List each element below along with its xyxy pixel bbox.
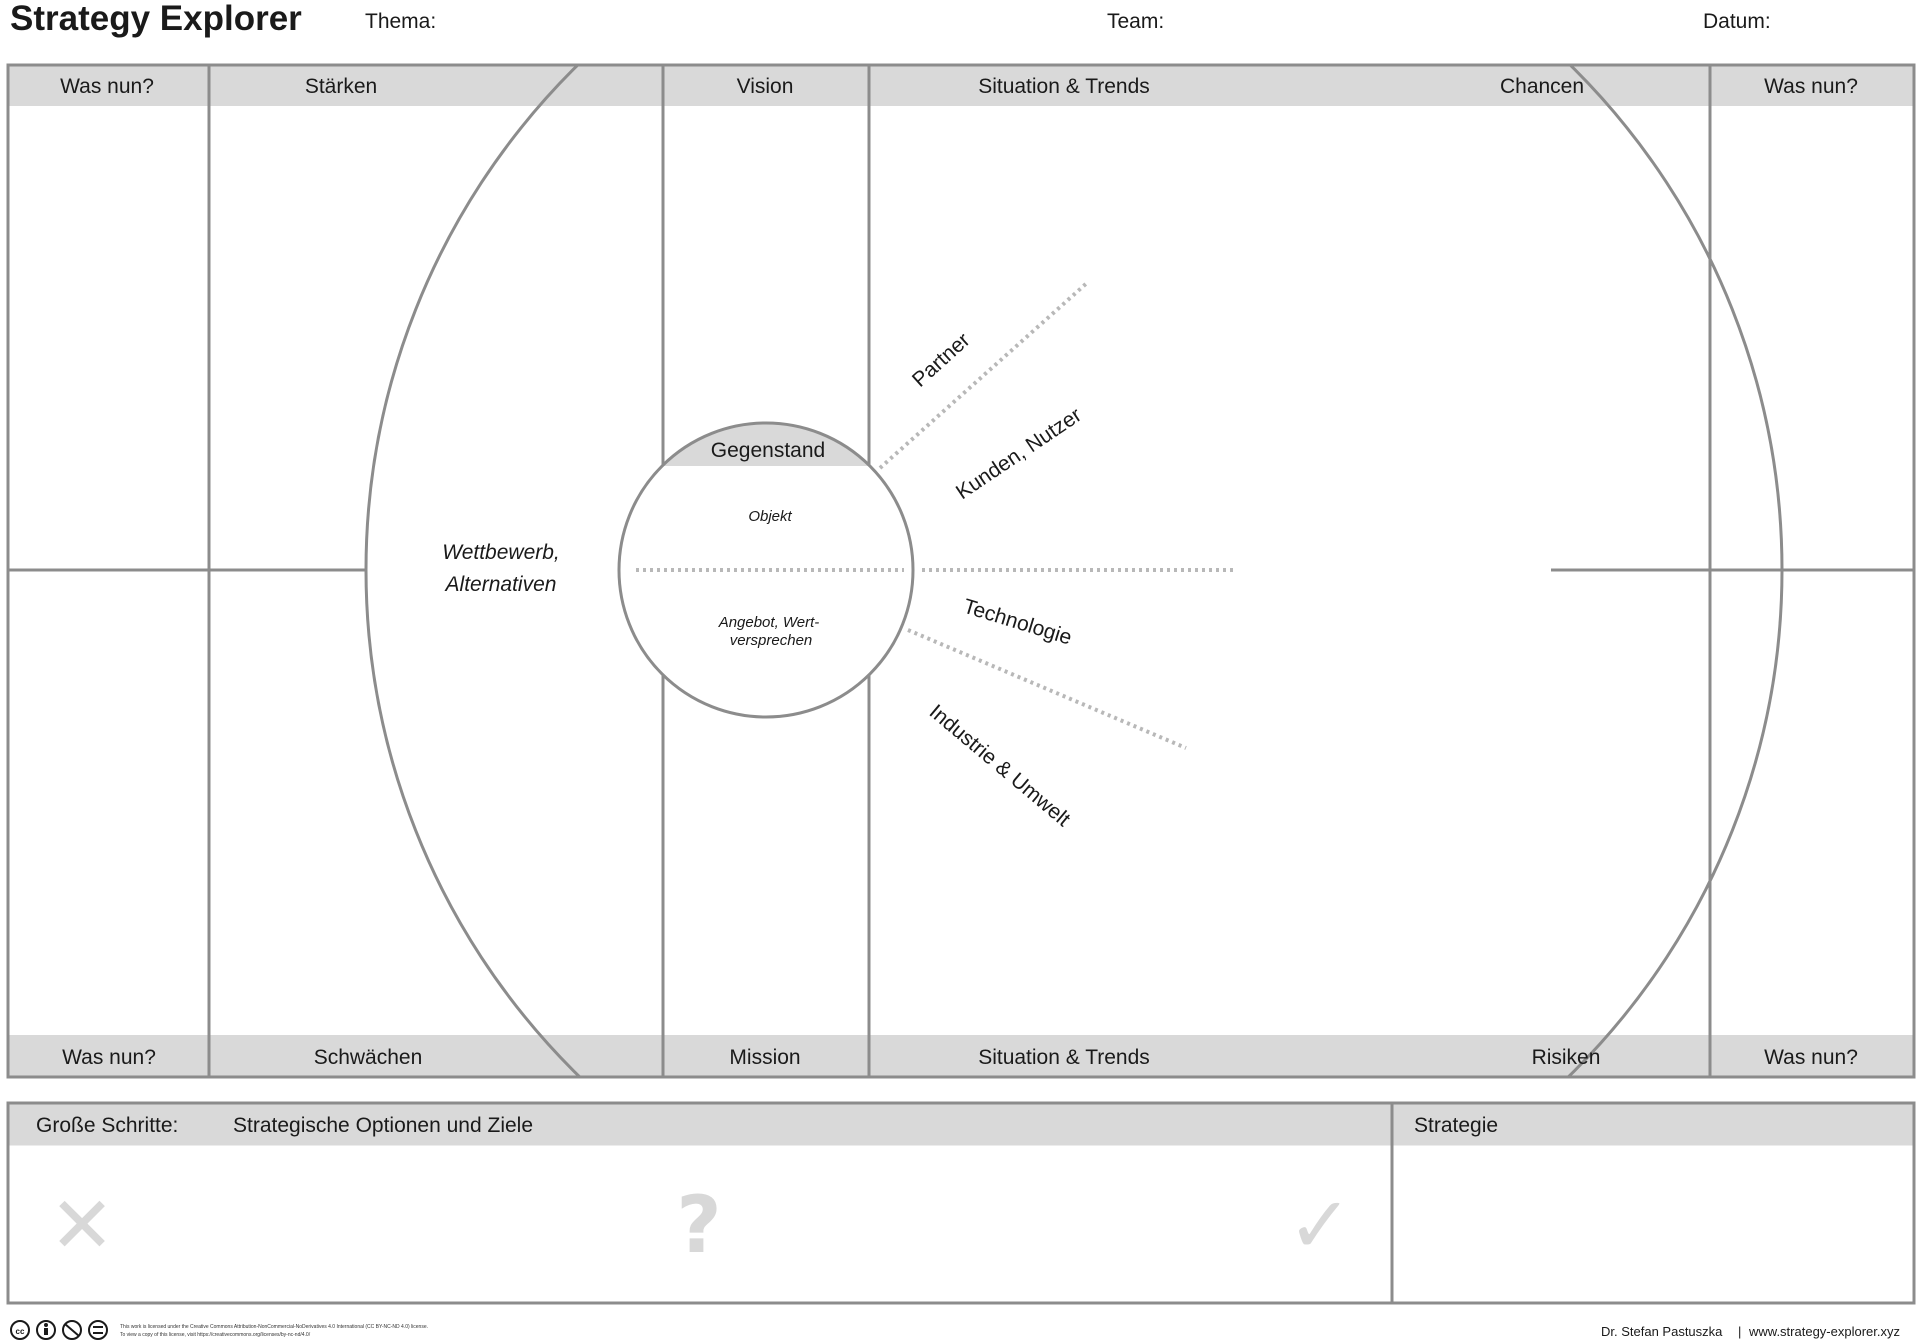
trend-dividers [878,280,1236,750]
subject-circle-outline [617,421,915,719]
header-situation-trends-top: Situation & Trends [978,75,1150,98]
steps-label: Große Schritte: [36,1114,178,1137]
options-label: Strategische Optionen und Ziele [233,1114,533,1137]
footer: cc This work is licensed under the Creat… [10,1320,1900,1340]
thema-label: Thema: [365,10,436,33]
strategy-label: Strategie [1414,1114,1498,1137]
team-label: Team: [1107,10,1164,33]
main-canvas: Was nun? Stärken Vision Situation & Tren… [6,63,1916,1079]
question-mark-icon: ? [676,1181,721,1271]
cc-icon [10,1320,30,1340]
competition-label-line2: Alternativen [444,573,557,596]
header-mission: Mission [729,1046,800,1069]
header-staerken: Stärken [305,75,377,98]
datum-label: Datum: [1703,10,1771,33]
header-was-nun-bottom-left: Was nun? [62,1046,156,1069]
license-text-line2: To view a copy of this license, visit ht… [120,1332,311,1338]
header-schwaechen: Schwächen [314,1046,423,1069]
trend-divider-lower [907,628,1187,750]
reject-x-icon: ✕ [49,1181,114,1271]
license-text-line1: This work is licensed under the Creative… [120,1324,428,1330]
canvas-frame [6,63,1916,1079]
bottom-header-band [8,1035,1914,1077]
subject-offer-label-line1: Angebot, Wert- [718,614,820,631]
subject-offer-label-line2: versprechen [730,632,813,649]
competition-label-line1: Wettbewerb, [442,541,560,564]
bottom-panel-header-band [9,1104,1913,1146]
svg-text:cc: cc [16,1327,25,1336]
bottom-panel: Große Schritte: Strategische Optionen un… [6,1101,1916,1305]
header-situation-trends-bottom: Situation & Trends [978,1046,1150,1069]
subject-title: Gegenstand [711,439,825,462]
trend-divider-upper [878,280,1090,470]
by-icon [36,1320,56,1340]
header-was-nun-bottom-right: Was nun? [1764,1046,1858,1069]
header-was-nun-top-right: Was nun? [1764,75,1858,98]
nc-icon [62,1320,82,1340]
header-chancen: Chancen [1500,75,1584,98]
header-risiken: Risiken [1532,1046,1601,1069]
website-link[interactable]: www.strategy-explorer.xyz [1748,1324,1900,1339]
header-vision: Vision [737,75,794,98]
author-name: Dr. Stefan Pastuszka [1601,1324,1723,1339]
subject-circle-fill [619,423,913,717]
checkmark-icon: ✓ [1287,1181,1352,1271]
header-was-nun-top-left: Was nun? [60,75,154,98]
top-header-band [8,65,1914,106]
subject-object-label: Objekt [748,508,792,525]
nd-icon [88,1320,108,1340]
license-badge: cc [10,1320,108,1340]
page-title: Strategy Explorer [10,0,302,38]
footer-separator: | [1738,1324,1741,1339]
